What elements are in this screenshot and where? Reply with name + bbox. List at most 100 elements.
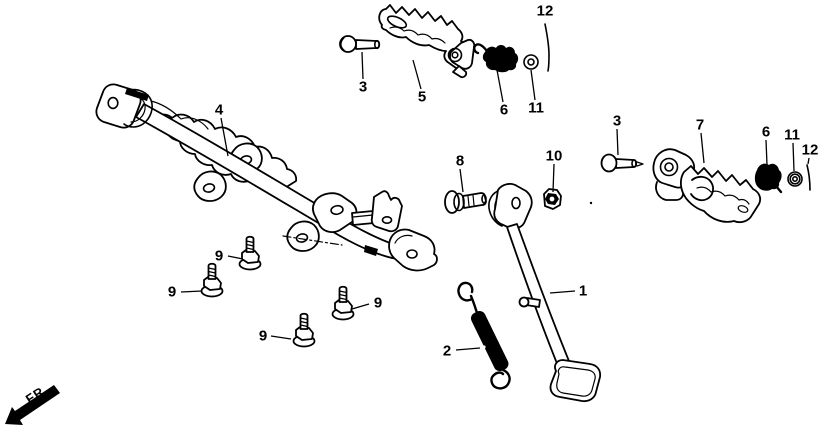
pivot-clamp — [488, 189, 503, 227]
spring-top-hook — [457, 281, 474, 302]
ear-hole — [295, 233, 309, 243]
leader-line — [459, 168, 464, 193]
leader-line — [455, 347, 481, 351]
print-speck — [589, 201, 593, 205]
thread-line — [299, 317, 309, 321]
mount-jaw — [655, 181, 685, 201]
leader-line — [227, 255, 244, 260]
bracket-ear — [193, 170, 227, 202]
part-front-pin — [544, 23, 550, 72]
washer-mid — [789, 173, 801, 185]
nut-bore — [547, 195, 556, 204]
spring-bottom-hook — [490, 368, 511, 390]
bolt-tip — [373, 39, 380, 50]
part-mount-bolt-b — [200, 262, 224, 298]
callout-6-front: 6 — [500, 102, 508, 119]
washer-outer — [523, 54, 539, 70]
spring-peg-ball — [518, 296, 530, 308]
part-stand-spring — [457, 281, 511, 390]
part-front-peg-spring — [473, 43, 519, 73]
collar-line — [130, 95, 146, 123]
bolt-head — [453, 192, 465, 212]
ink-wedge — [364, 245, 378, 256]
part-step-bar — [95, 83, 438, 272]
callout-8: 8 — [456, 153, 464, 170]
footpeg-wavy-line — [389, 26, 446, 44]
leader-line — [792, 142, 795, 172]
leader-line — [700, 132, 705, 164]
thread-line — [338, 297, 348, 301]
leader-line — [616, 128, 619, 156]
part-rear-footpeg — [652, 148, 762, 224]
thread-line — [207, 267, 217, 271]
part-rear-peg-spring — [754, 163, 783, 194]
thread-line — [467, 195, 470, 207]
peg-end-detail — [737, 205, 749, 213]
bolt-tip-nub — [636, 161, 644, 167]
bolt-head-line — [601, 156, 605, 170]
peg-crossbar — [690, 175, 714, 202]
part-rear-pin — [806, 164, 811, 191]
bolt-head-line — [340, 37, 345, 51]
coil-highlight — [482, 345, 486, 349]
leader-line — [180, 290, 203, 293]
stand-foot-inner — [556, 366, 596, 397]
callout-3-front: 3 — [359, 79, 367, 96]
part-rear-step-bolt — [600, 153, 644, 173]
thread-line — [245, 240, 255, 244]
ear-hole — [202, 183, 216, 193]
spring-coil — [470, 311, 509, 372]
part-mount-bolt-c — [331, 285, 355, 321]
callout-2: 2 — [443, 343, 451, 360]
fr-arrow-icon — [5, 385, 60, 425]
spring-coil-body — [482, 45, 519, 73]
callout-5: 5 — [418, 89, 426, 106]
footpeg-wavy-line — [696, 186, 750, 205]
part-stand-nut — [543, 188, 562, 210]
callout-9-d: 9 — [259, 328, 267, 345]
leader-line — [351, 303, 370, 310]
callout-7: 7 — [696, 117, 704, 134]
callout-9-c: 9 — [374, 295, 382, 312]
mount-ring — [659, 157, 679, 177]
thread-line — [338, 290, 348, 294]
leader-line — [807, 157, 810, 165]
stand-leg — [506, 223, 572, 372]
footpeg-mount-foot — [452, 65, 468, 79]
phantom-line — [282, 235, 343, 246]
thread-line — [207, 274, 217, 278]
connector-line — [352, 214, 374, 218]
spring-coil-body — [754, 163, 782, 191]
part-rear-washer — [787, 171, 803, 187]
thread-line — [299, 320, 309, 324]
thread-line — [472, 194, 475, 206]
bracket-plate — [312, 192, 358, 233]
bracket-bar — [135, 103, 427, 264]
leader-line — [220, 117, 229, 157]
part-mount-bolt-d — [292, 312, 316, 348]
leader-line — [552, 163, 555, 193]
ink-wedge — [125, 88, 149, 101]
part-front-step-bolt — [339, 35, 381, 53]
part-mount-bolt-a — [238, 235, 262, 271]
mount-ring — [447, 47, 463, 63]
connector — [351, 210, 375, 226]
leader-line — [549, 290, 576, 294]
callout-9-a: 9 — [215, 248, 223, 265]
callout-11-rear: 11 — [784, 127, 800, 144]
part-side-stand — [488, 183, 602, 403]
bolt-head — [339, 35, 357, 53]
callout-3-rear: 3 — [613, 113, 621, 130]
thread-line — [207, 270, 217, 274]
callout-6-rear: 6 — [762, 124, 770, 141]
end-inner-line — [394, 234, 413, 244]
leader-line — [361, 51, 364, 80]
part-front-footpeg — [378, 4, 476, 79]
thread-line — [245, 247, 255, 251]
tab-hole — [107, 96, 119, 110]
leader-line — [412, 59, 422, 90]
pivot-hole — [511, 196, 521, 210]
washer-inner — [791, 176, 798, 183]
leader-line — [270, 335, 292, 340]
